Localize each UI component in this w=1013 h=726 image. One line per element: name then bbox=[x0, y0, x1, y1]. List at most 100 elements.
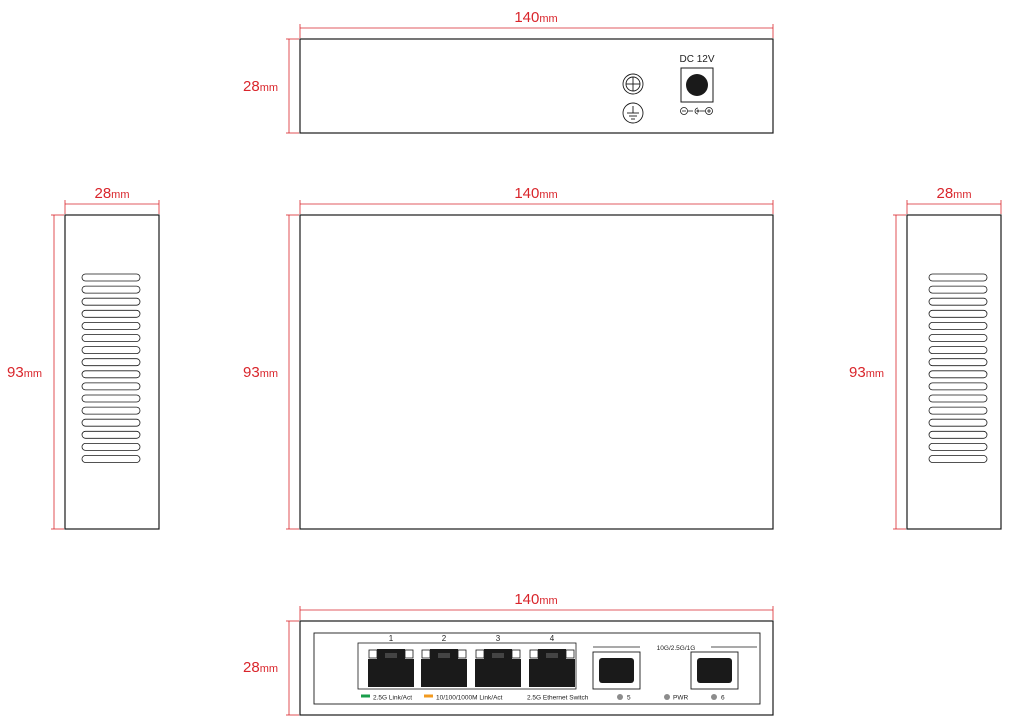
vent-slot bbox=[928, 418, 988, 427]
port-led-window bbox=[457, 649, 467, 659]
left-vent-slots bbox=[81, 273, 141, 463]
vent-slot bbox=[81, 382, 141, 391]
vent-slot bbox=[928, 406, 988, 415]
vent-slot bbox=[81, 321, 141, 330]
polarity-icon bbox=[680, 107, 713, 115]
right-side-view: 28mm 93mm bbox=[849, 185, 1002, 530]
sfp-port-6: 6 bbox=[690, 651, 739, 702]
right-vent-slots bbox=[928, 273, 988, 463]
bottom-width-label: 140mm bbox=[514, 185, 557, 202]
vent-slot bbox=[81, 455, 141, 463]
sfp-6-label: 6 bbox=[721, 695, 725, 702]
vent-slot bbox=[928, 394, 988, 403]
front-width-dimension bbox=[299, 606, 774, 620]
port-led-window bbox=[404, 649, 414, 659]
power-label: DC 12V bbox=[679, 54, 714, 65]
model-label: 2.5G Ethernet Switch bbox=[527, 695, 589, 702]
vent-slot bbox=[81, 273, 141, 282]
port-led-window bbox=[565, 649, 575, 659]
left-side-body bbox=[64, 214, 160, 530]
vent-slot bbox=[928, 382, 988, 391]
ground-symbol-icon bbox=[622, 102, 644, 124]
bottom-depth-label: 93mm bbox=[243, 364, 278, 381]
vent-slot bbox=[928, 285, 988, 294]
port-led-window bbox=[511, 649, 521, 659]
sfp-group: 10G/2.5G/1G bbox=[593, 645, 757, 652]
vent-slot bbox=[928, 358, 988, 367]
ground-screw-icon bbox=[622, 73, 644, 95]
port-led-window bbox=[421, 649, 431, 659]
rear-height-dimension bbox=[286, 38, 299, 134]
vent-slot bbox=[81, 334, 141, 342]
left-depth-label: 93mm bbox=[7, 364, 42, 381]
bottom-body bbox=[299, 214, 774, 530]
vent-slot bbox=[81, 346, 141, 355]
rear-width-dimension bbox=[299, 24, 774, 38]
vent-slot bbox=[928, 370, 988, 379]
front-view: 140mm 28mm 1 2 3 4 10G/2.5G/1G 5 bbox=[243, 591, 774, 716]
vent-slot bbox=[81, 285, 141, 294]
port-led-window bbox=[475, 649, 485, 659]
vent-slot bbox=[928, 309, 988, 318]
front-height-label: 28mm bbox=[243, 659, 278, 676]
vent-slot bbox=[928, 297, 988, 306]
rear-view: 140mm 28mm DC 12V bbox=[243, 9, 774, 134]
vent-slot bbox=[81, 297, 141, 306]
vent-slot bbox=[81, 309, 141, 318]
port-number-label: 3 bbox=[496, 634, 501, 643]
bottom-view: 140mm 93mm bbox=[243, 185, 774, 530]
right-side-body bbox=[906, 214, 1002, 530]
vent-slot bbox=[928, 455, 988, 463]
rear-height-label: 28mm bbox=[243, 78, 278, 95]
right-depth-label: 93mm bbox=[849, 364, 884, 381]
rj45-port: 1 bbox=[368, 634, 414, 687]
bottom-depth-dimension bbox=[286, 214, 299, 530]
vent-slot bbox=[81, 442, 141, 451]
rj45-port: 2 bbox=[421, 634, 467, 687]
vent-slot bbox=[81, 370, 141, 379]
sfp-5-label: 5 bbox=[627, 695, 631, 702]
port-number-label: 4 bbox=[550, 634, 555, 643]
vent-slot bbox=[81, 430, 141, 439]
left-side-view: 28mm 93mm bbox=[7, 185, 160, 530]
sfp-6-led-icon bbox=[711, 694, 717, 700]
front-height-dimension bbox=[286, 620, 299, 716]
dc-power-jack bbox=[686, 74, 708, 96]
port-number-label: 2 bbox=[442, 634, 447, 643]
bottom-width-dimension bbox=[299, 200, 774, 214]
rj45-port: 4 bbox=[529, 634, 575, 687]
pwr-label: PWR bbox=[673, 695, 688, 702]
vent-slot bbox=[928, 273, 988, 282]
right-depth-dimension bbox=[893, 214, 906, 530]
vent-slot bbox=[928, 334, 988, 342]
legend-green-swatch bbox=[361, 694, 370, 698]
legend-orange-swatch bbox=[424, 694, 433, 698]
front-width-label: 140mm bbox=[514, 591, 557, 608]
sfp-5-led-icon bbox=[617, 694, 623, 700]
vent-slot bbox=[928, 430, 988, 439]
left-width-dimension bbox=[64, 200, 160, 214]
vent-slot bbox=[81, 358, 141, 367]
left-depth-dimension bbox=[51, 214, 64, 530]
port-number-label: 1 bbox=[389, 634, 394, 643]
rj45-port-group bbox=[357, 642, 577, 690]
vent-slot bbox=[81, 406, 141, 415]
rear-width-label: 140mm bbox=[514, 9, 557, 26]
port-led-window bbox=[529, 649, 539, 659]
vent-slot bbox=[928, 346, 988, 355]
sfp-port-5: 5 bbox=[592, 651, 641, 702]
vent-slot bbox=[928, 321, 988, 330]
port-led-window bbox=[368, 649, 378, 659]
right-width-dimension bbox=[906, 200, 1002, 214]
right-width-label: 28mm bbox=[936, 185, 971, 202]
legend-1000m-label: 10/100/1000M Link/Act bbox=[436, 695, 503, 702]
rj45-port: 3 bbox=[475, 634, 521, 687]
left-width-label: 28mm bbox=[94, 185, 129, 202]
sfp-group-label: 10G/2.5G/1G bbox=[657, 645, 696, 652]
legend-2-5g-label: 2.5G Link/Act bbox=[373, 695, 412, 702]
pwr-led-icon bbox=[664, 694, 670, 700]
rj45-ports: 1 2 3 4 bbox=[368, 634, 575, 687]
vent-slot bbox=[81, 418, 141, 427]
vent-slot bbox=[928, 442, 988, 451]
